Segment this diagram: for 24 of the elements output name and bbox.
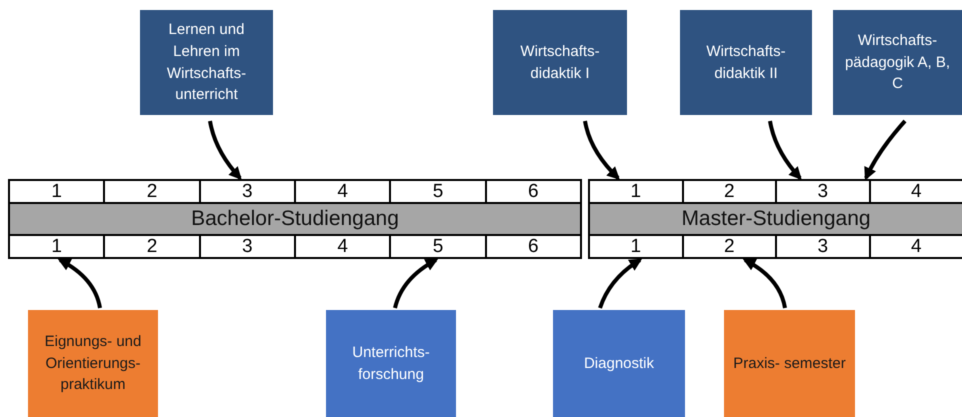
curved-arrow [583, 120, 620, 180]
module-box: Diagnostik [553, 310, 685, 417]
semester-cell: 1 [588, 234, 684, 259]
curved-arrow [864, 120, 906, 180]
semester-cell: 1 [8, 234, 106, 259]
module-box: Wirtschafts- didaktik I [493, 10, 627, 115]
semester-cell: 6 [484, 179, 582, 204]
module-box: Lernen und Lehren im Wirtschafts- unterricht [140, 10, 273, 115]
semester-cell: 6 [484, 234, 582, 259]
module-box: Eignungs- und Orientierungs- praktikum [28, 310, 158, 417]
degree-band: Master-Studiengang [588, 202, 962, 236]
curved-arrow [598, 258, 642, 309]
curved-arrow [208, 120, 242, 180]
semester-cell: 1 [8, 179, 106, 204]
degree-band: Bachelor-Studiengang [8, 202, 582, 236]
module-box: Wirtschafts- didaktik II [680, 10, 812, 115]
semester-cell: 1 [588, 179, 684, 204]
curved-arrow [742, 258, 787, 308]
module-box: Praxis- semester [724, 310, 855, 417]
module-box: Wirtschafts- pädagogik A, B, C [833, 10, 962, 115]
module-box: Unterrichts- forschung [326, 310, 456, 417]
curved-arrow [768, 120, 802, 180]
curved-arrow [58, 258, 102, 308]
curved-arrow [393, 258, 438, 309]
